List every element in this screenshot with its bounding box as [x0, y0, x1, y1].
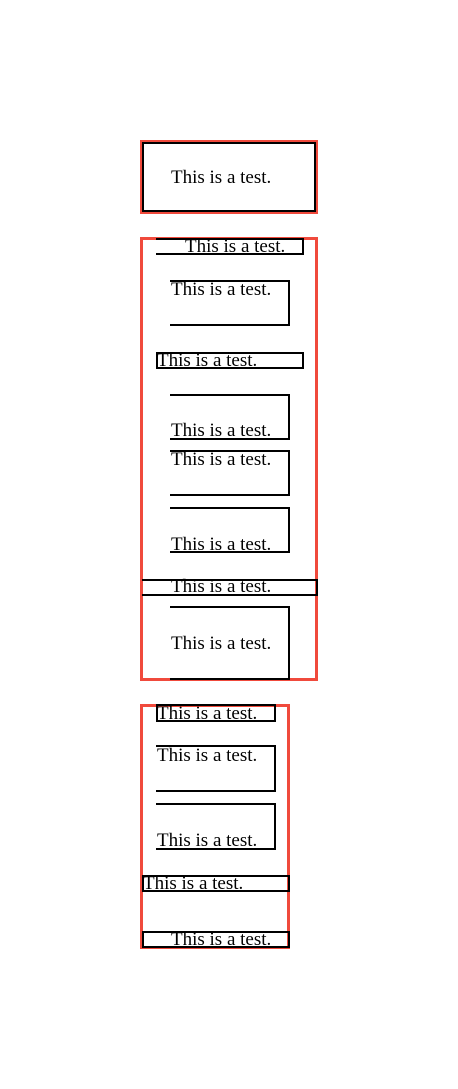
test-text-2-5: This is a test. [171, 449, 272, 470]
test-box-1-1 [142, 142, 316, 212]
test-text-3-4: This is a test. [143, 873, 244, 894]
test-box-3-4 [142, 875, 290, 892]
test-text-3-2: This is a test. [157, 745, 258, 766]
test-box-2-1 [156, 238, 304, 255]
test-box-2-3 [156, 352, 304, 369]
test-text-3-1: This is a test. [157, 703, 258, 724]
test-text-3-5: This is a test. [171, 929, 272, 950]
test-text-3-3: This is a test. [157, 830, 258, 851]
test-text-2-6: This is a test. [171, 534, 272, 555]
test-box-3-2 [156, 745, 276, 792]
test-box-2-8 [170, 606, 290, 680]
test-box-2-4 [170, 394, 290, 440]
test-text-2-3: This is a test. [157, 350, 258, 371]
test-box-2-6 [170, 507, 290, 553]
test-text-2-1: This is a test. [185, 236, 286, 257]
test-text-2-7: This is a test. [171, 576, 272, 597]
test-box-3-1 [156, 704, 276, 722]
test-box-2-2 [170, 280, 290, 326]
test-box-3-5 [142, 931, 290, 948]
test-box-3-3 [156, 803, 276, 850]
test-text-1-1: This is a test. [171, 167, 272, 188]
test-box-2-7 [142, 579, 318, 596]
test-text-2-2: This is a test. [171, 279, 272, 300]
test-text-2-8: This is a test. [171, 633, 272, 654]
test-text-2-4: This is a test. [171, 420, 272, 441]
test-group-1-box [140, 140, 318, 214]
test-box-2-5 [170, 450, 290, 496]
